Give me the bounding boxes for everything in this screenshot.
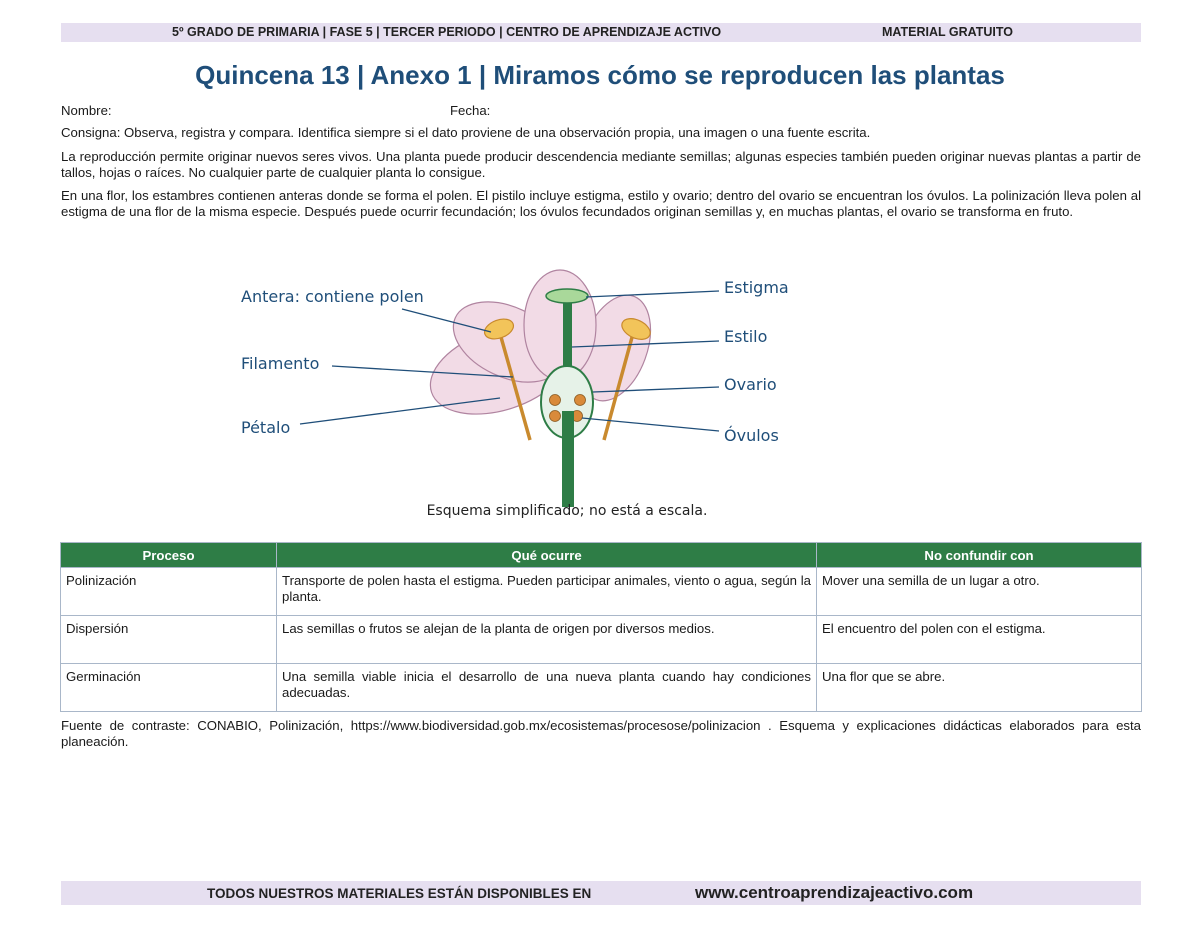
cell-process: Polinización — [60, 567, 277, 616]
cell-description: Las semillas o frutos se alejan de la pl… — [276, 615, 817, 664]
filament-right — [602, 329, 636, 441]
header-que-ocurre: Qué ocurre — [276, 542, 817, 568]
leader-estigma — [585, 290, 720, 298]
diagram-caption: Esquema simplificado; no está a escala. — [427, 503, 708, 519]
source-note: Fuente de contraste: CONABIO, Polinizaci… — [61, 718, 1141, 749]
paragraph-reproduction: La reproducción permite originar nuevos … — [61, 149, 1141, 180]
cell-confusion: El encuentro del polen con el estigma. — [816, 615, 1142, 664]
footer-band — [61, 881, 1141, 905]
leader-petalo — [299, 397, 501, 425]
leader-ovario — [592, 386, 720, 393]
name-label: Nombre: — [61, 103, 112, 118]
anther-left — [483, 318, 515, 340]
leader-filamento — [331, 365, 514, 378]
ovule — [549, 394, 561, 406]
label-petalo: Pétalo — [241, 418, 290, 437]
table-row: Germinación Una semilla viable inicia el… — [60, 663, 1142, 712]
footer-url-link[interactable]: www.centroaprendizajeactivo.com — [695, 883, 974, 902]
grade-info: 5º GRADO DE PRIMARIA | FASE 5 | TERCER P… — [172, 25, 722, 39]
table-header-row: Proceso Qué ocurre No confundir con — [60, 542, 1142, 568]
footer-text: TODOS NUESTROS MATERIALES ESTÁN DISPONIB… — [207, 886, 592, 901]
leader-antera — [401, 308, 492, 333]
leader-ovulos — [581, 417, 720, 432]
label-filamento: Filamento — [241, 354, 319, 373]
stem — [562, 411, 574, 507]
leader-estilo — [571, 340, 720, 348]
cell-description: Transporte de polen hasta el estigma. Pu… — [276, 567, 817, 616]
label-estigma: Estigma — [724, 278, 789, 297]
header-no-confundir: No confundir con — [816, 542, 1142, 568]
cell-description: Una semilla viable inicia el desarrollo … — [276, 663, 817, 712]
label-ovulos: Óvulos — [724, 426, 779, 445]
cell-confusion: Una flor que se abre. — [816, 663, 1142, 712]
label-antera: Antera: contiene polen — [241, 287, 424, 306]
instructions: Consigna: Observa, registra y compara. I… — [61, 125, 871, 140]
style — [563, 297, 572, 382]
header-band — [61, 23, 1141, 42]
date-label: Fecha: — [450, 103, 491, 118]
process-table: Proceso Qué ocurre No confundir con Poli… — [60, 542, 1142, 712]
label-ovario: Ovario — [724, 375, 777, 394]
cell-process: Dispersión — [60, 615, 277, 664]
page-title: Quincena 13 | Anexo 1 | Miramos cómo se … — [195, 60, 1005, 90]
ovule — [549, 410, 561, 422]
table-row: Dispersión Las semillas o frutos se alej… — [60, 615, 1142, 664]
petal-center — [523, 269, 597, 381]
ovule — [574, 394, 586, 406]
stigma — [545, 288, 589, 304]
label-estilo: Estilo — [724, 327, 767, 346]
cell-process: Germinación — [60, 663, 277, 712]
filament-left — [497, 329, 532, 441]
table-row: Polinización Transporte de polen hasta e… — [60, 567, 1142, 616]
anther-right — [621, 318, 651, 340]
cell-confusion: Mover una semilla de un lugar a otro. — [816, 567, 1142, 616]
free-material-tag: MATERIAL GRATUITO — [882, 25, 1014, 39]
paragraph-flower: En una flor, los estambres contienen ant… — [61, 188, 1141, 219]
header-proceso: Proceso — [60, 542, 277, 568]
